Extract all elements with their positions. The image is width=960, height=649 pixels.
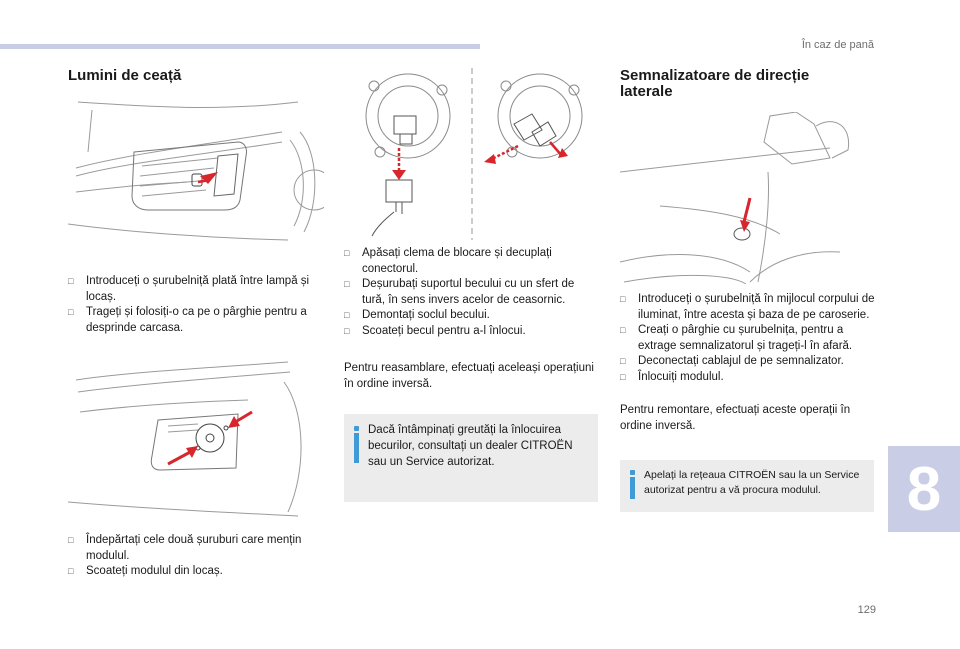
fog-step3-item: Deșurubați suportul becului cu un sfert … [344,277,596,308]
side-info-text: Apelați la rețeaua CITROËN sau la un Ser… [644,469,860,496]
fog-module-screws-illustration [68,352,324,520]
side-step-item: Deconectați cablajul de pe semnalizator. [620,354,876,370]
fog-step1-item: Introduceți o șurubelniță plată între la… [68,274,324,305]
side-steps-list: Introduceți o șurubelniță în mijlocul co… [620,292,876,385]
fog-lights-title: Lumini de ceață [68,67,182,84]
fog-step2-item: Îndepărtați cele două șuruburi care menț… [68,533,324,564]
fog-info-text: Dacă întâmpinați greutăți la înlocuirea … [368,424,573,468]
side-step-item: Creați o pârghie cu șurubelnița, pentru … [620,323,876,354]
fog-step3-item: Demontați soclul becului. [344,308,596,324]
chapter-tab: 8 [888,446,960,532]
side-remount-text: Pentru remontare, efectuați aceste opera… [620,404,851,432]
side-step-item: Înlocuiți modulul. [620,370,876,386]
side-info-box: Apelați la rețeaua CITROËN sau la un Ser… [620,460,874,512]
page-number: 129 [857,604,876,616]
info-icon [354,426,359,464]
info-icon [630,470,635,500]
side-indicators-title: Semnalizatoare de direcție laterale [620,67,810,100]
side-step-item: Introduceți o șurubelniță în mijlocul co… [620,292,876,323]
fog-step2-item: Scoateți modulul din locaș. [68,564,324,580]
side-indicator-illustration [620,112,876,284]
fog-reassembly-text: Pentru reasamblare, efectuați aceleași o… [344,362,594,390]
fog-bulb-removal-illustration [344,64,600,240]
fog-step1-item: Trageți și folosiți-o ca pe o pârghie pe… [68,305,324,336]
fog-step2-list: Îndepărtați cele două șuruburi care menț… [68,533,324,580]
section-title: În caz de pană [801,39,874,51]
fog-step3-item: Apăsați clema de blocare și decuplați co… [344,246,596,277]
fog-info-box: Dacă întâmpinați greutăți la înlocuirea … [344,414,598,502]
fog-light-bezel-illustration [68,92,324,244]
fog-step1-list: Introduceți o șurubelniță plată între la… [68,274,324,336]
fog-step3-list: Apăsați clema de blocare și decuplați co… [344,246,596,339]
fog-step3-item: Scoateți becul pentru a-l înlocui. [344,324,596,340]
chapter-number: 8 [906,454,942,524]
header-accent-bar [0,44,480,49]
